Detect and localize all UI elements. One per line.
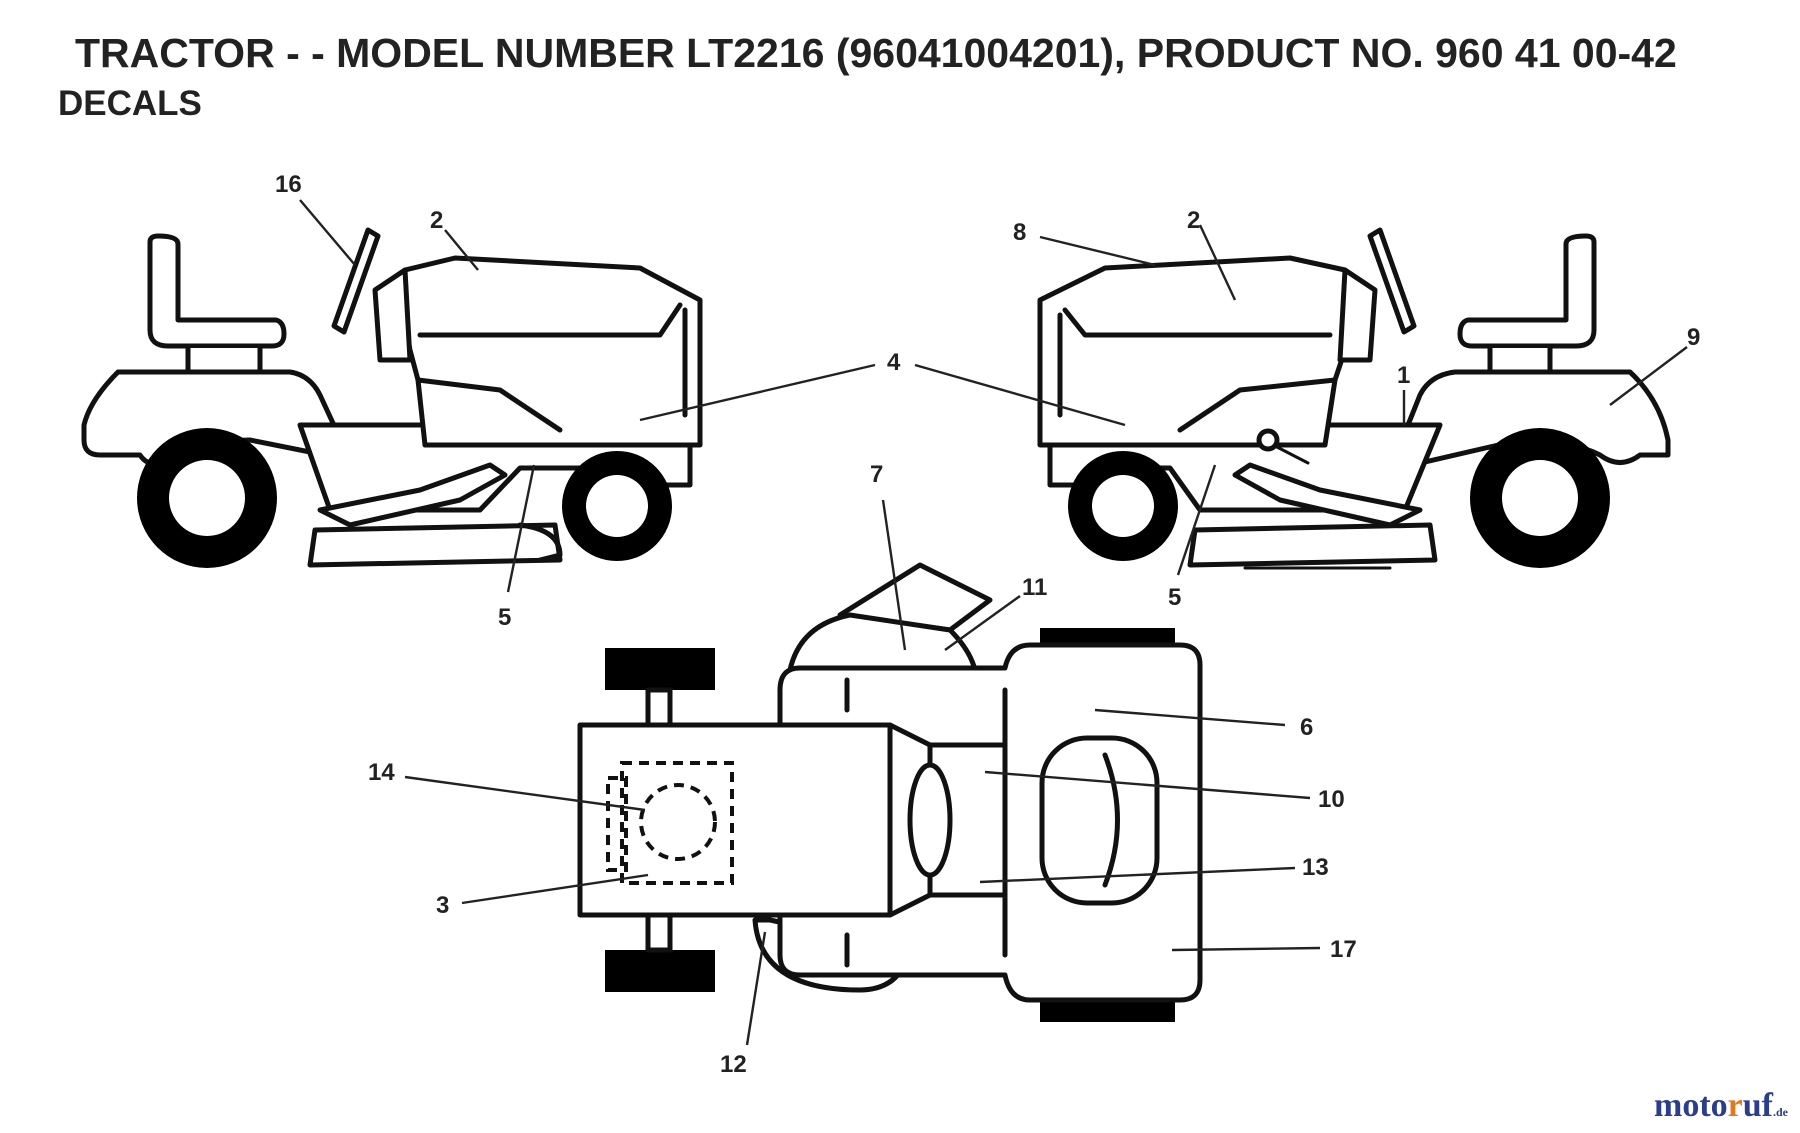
left-dash xyxy=(372,267,413,363)
right-steering-wheel xyxy=(1367,227,1417,335)
callout-right-8: 8 xyxy=(1013,219,1026,246)
leader-right-2 xyxy=(1198,224,1237,301)
right-hood xyxy=(1037,255,1353,448)
leader-top-13 xyxy=(979,866,1296,884)
left-mower-deck xyxy=(307,522,563,568)
top-front-tire-lower xyxy=(605,950,715,992)
callout-top-3: 3 xyxy=(436,892,449,919)
callout-left-16: 16 xyxy=(275,171,302,198)
leader-top-11 xyxy=(944,595,1021,651)
left-seat-post xyxy=(185,345,263,375)
page-subtitle: DECALS xyxy=(58,84,202,123)
right-rear-fender xyxy=(1387,369,1671,473)
right-seat-post xyxy=(1487,345,1553,375)
right-lever-knob xyxy=(1256,428,1280,452)
callout-top-7: 7 xyxy=(870,461,883,488)
right-front-wheel-inner xyxy=(1092,475,1154,537)
watermark-post: uf xyxy=(1742,1087,1773,1124)
callout-right-1: 1 xyxy=(1397,362,1410,389)
callout-4: 4 xyxy=(887,349,901,376)
top-front-axle-lower xyxy=(645,912,673,953)
leader-top-14 xyxy=(404,775,646,812)
leader-4-left xyxy=(639,363,876,422)
leader-left-5 xyxy=(506,464,536,593)
leader-top-3 xyxy=(461,873,649,905)
top-front-axle-upper xyxy=(645,687,673,728)
right-mower-deck xyxy=(1187,522,1438,568)
leader-top-17 xyxy=(1171,946,1321,952)
leader-left-2 xyxy=(444,229,479,271)
watermark-logo: motoruf.de xyxy=(1654,1087,1788,1125)
leader-lines xyxy=(299,199,1688,1046)
callout-left-2: 2 xyxy=(430,207,443,234)
leader-top-10 xyxy=(984,770,1311,800)
callout-right-9: 9 xyxy=(1687,324,1700,351)
tractor-left-side-view xyxy=(81,227,703,568)
left-footrest xyxy=(317,462,508,528)
left-hood-crease xyxy=(415,377,563,433)
top-hood-decal-tab xyxy=(606,776,628,872)
right-seat xyxy=(1457,233,1597,349)
leader-right-5 xyxy=(1176,464,1217,576)
callout-right-2: 2 xyxy=(1187,207,1200,234)
leader-top-7 xyxy=(881,499,907,651)
watermark-highlight: r xyxy=(1727,1087,1743,1124)
callouts: 16 2 4 5 8 2 1 9 5 7 11 6 10 14 13 3 17 … xyxy=(275,171,1700,1078)
callout-top-13: 13 xyxy=(1302,854,1329,881)
callout-top-12: 12 xyxy=(720,1051,747,1078)
right-dash xyxy=(1337,267,1378,363)
left-front-wheel-inner xyxy=(586,475,648,537)
watermark-pre: moto xyxy=(1654,1087,1728,1124)
callout-right-5: 5 xyxy=(1168,584,1181,611)
leader-top-6 xyxy=(1094,708,1286,727)
callout-top-14: 14 xyxy=(368,759,395,786)
right-hood-line xyxy=(1062,307,1333,338)
top-hood-decal-circle xyxy=(639,783,717,861)
watermark-tld: .de xyxy=(1773,1105,1788,1119)
left-rear-wheel-inner xyxy=(169,460,245,536)
left-hood-line xyxy=(417,302,683,338)
callout-top-6: 6 xyxy=(1300,714,1313,741)
leader-left-16 xyxy=(299,199,356,266)
callout-top-17: 17 xyxy=(1330,936,1357,963)
top-deck-bulge xyxy=(787,612,978,673)
leader-4-right xyxy=(914,363,1126,427)
top-rear-tire-lower xyxy=(1040,1000,1175,1022)
callout-top-11: 11 xyxy=(1022,574,1047,601)
top-seat-back xyxy=(1102,752,1120,888)
right-hood-crease xyxy=(1177,377,1338,433)
leader-right-8 xyxy=(1039,235,1156,267)
callout-top-10: 10 xyxy=(1318,786,1345,813)
leader-right-9 xyxy=(1609,346,1688,406)
top-front-tire-upper xyxy=(605,648,715,690)
top-steering-wheel xyxy=(907,762,953,878)
left-seat xyxy=(147,233,287,349)
tractor-top-view xyxy=(577,562,1203,1022)
leader-top-12 xyxy=(745,931,767,1046)
left-deck-chute xyxy=(517,522,563,563)
callout-left-5: 5 xyxy=(498,604,511,631)
left-steering-wheel xyxy=(331,227,381,335)
tractor-right-side-view xyxy=(1037,227,1671,570)
right-lever xyxy=(1273,444,1310,465)
top-hood-decal-outline xyxy=(620,761,734,885)
page-title: TRACTOR - - MODEL NUMBER LT2216 (9604100… xyxy=(75,30,1677,76)
right-rear-wheel-inner xyxy=(1502,460,1578,536)
